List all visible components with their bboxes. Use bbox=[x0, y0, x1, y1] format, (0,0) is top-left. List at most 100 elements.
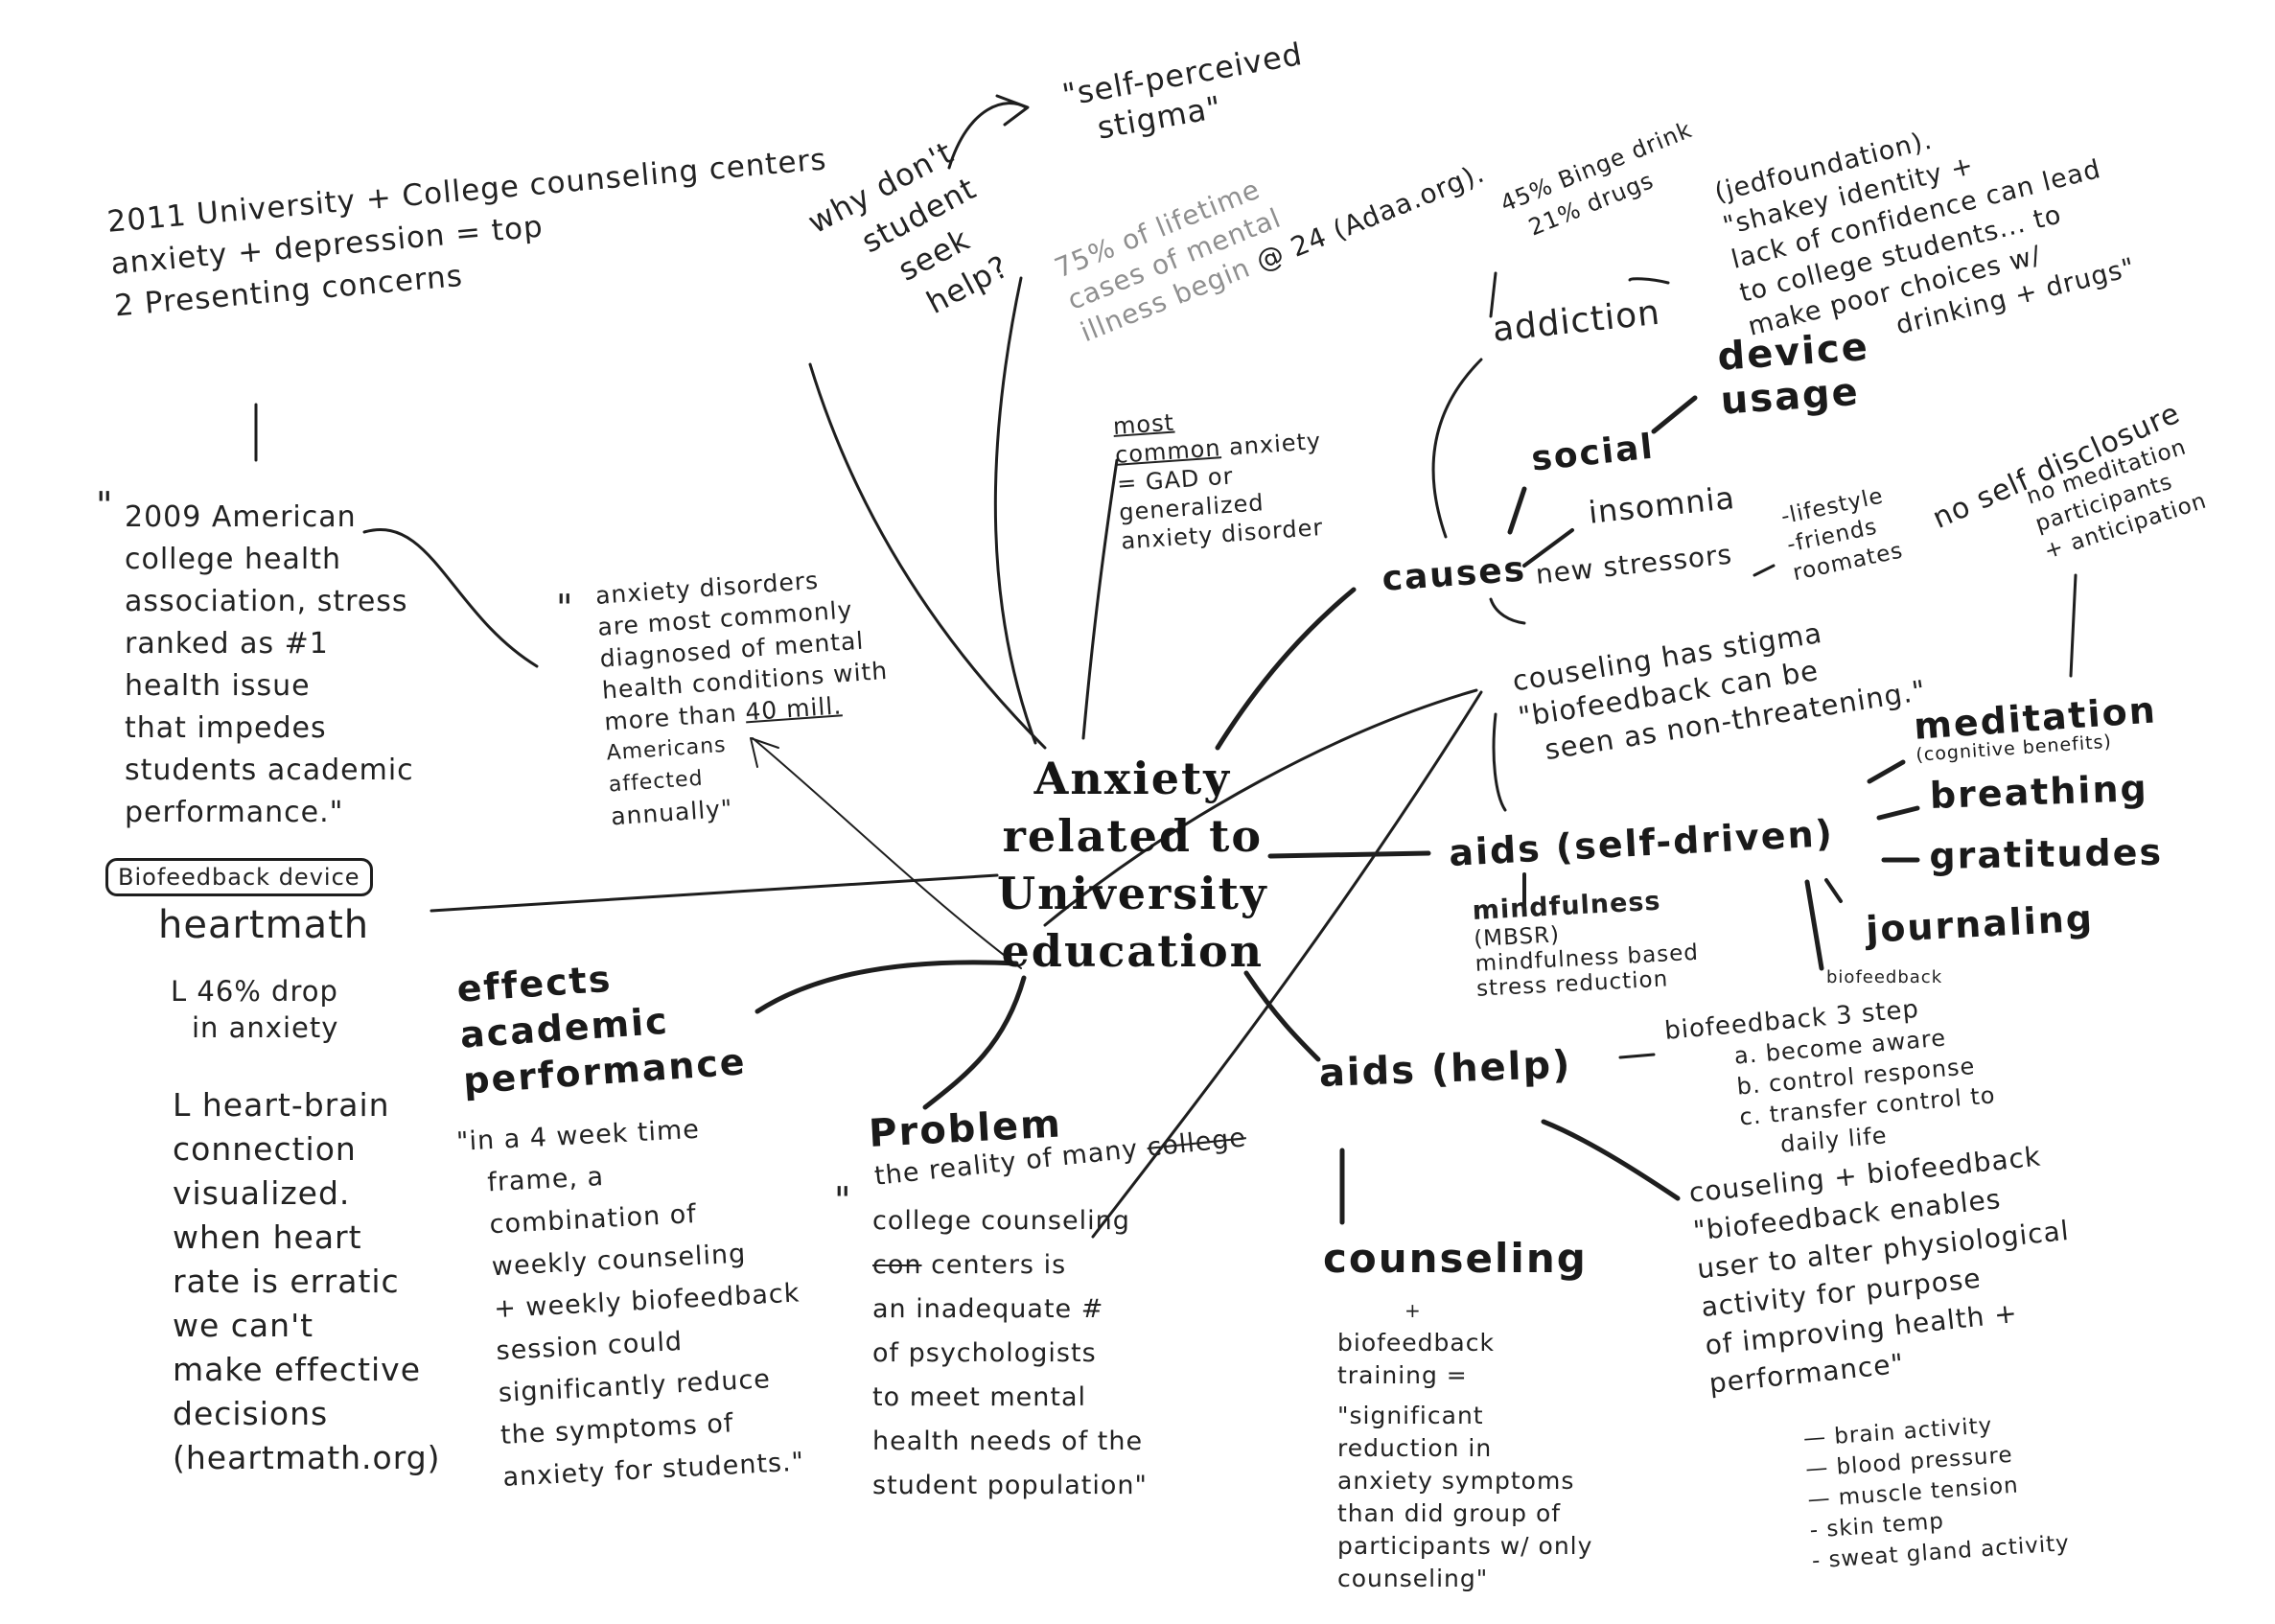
connector-aids-journaling-2 bbox=[1824, 878, 1843, 903]
note-line: connection bbox=[173, 1130, 357, 1168]
note-line: "significant bbox=[1337, 1402, 1484, 1429]
heart-brain-note: L heart-brain connection visualized. whe… bbox=[173, 1083, 441, 1480]
note-line: to meet mental bbox=[872, 1382, 1087, 1412]
struck-word: college bbox=[1146, 1123, 1248, 1163]
connector-arrowhead bbox=[995, 94, 1030, 127]
note-line: anxiety symptoms bbox=[1337, 1467, 1575, 1495]
stress-quote-note: 2009 American college health association… bbox=[125, 497, 414, 834]
note-line: of psychologists bbox=[872, 1338, 1097, 1368]
note-line: college health bbox=[125, 543, 341, 576]
note-line: reduction in bbox=[1337, 1434, 1493, 1462]
connector-stigma-aids bbox=[1492, 712, 1507, 812]
aids-self-driven-node: aids (self-driven) bbox=[1448, 811, 1835, 874]
note-line: + bbox=[1404, 1299, 1422, 1322]
central-topic-line: education bbox=[1001, 925, 1265, 977]
why-no-help-note: why don't student seek help? bbox=[801, 130, 1023, 356]
open-quote-mark: " bbox=[96, 484, 113, 526]
note-fragment: centers is bbox=[921, 1250, 1067, 1280]
note-line: when heart bbox=[173, 1218, 362, 1256]
connector-center-most-common bbox=[1081, 458, 1119, 740]
connector-center-lifetime bbox=[993, 276, 1037, 745]
journaling-node: journaling bbox=[1865, 896, 2096, 951]
note-line: we can't bbox=[173, 1307, 314, 1344]
central-topic-line: related to bbox=[1002, 810, 1264, 862]
couseling-biofeedback-note: couseling + biofeedback "biofeedback ena… bbox=[1687, 1135, 2083, 1403]
connector-stressors-list bbox=[1753, 564, 1776, 577]
anxiety-disorders-note: anxiety disorders are most commonly diag… bbox=[594, 560, 897, 832]
note-line: 2009 American bbox=[125, 500, 357, 534]
note-line: L 46% drop bbox=[171, 975, 338, 1008]
connector-aids-breathing bbox=[1876, 805, 1920, 821]
connector-causes-stressors bbox=[1489, 597, 1526, 625]
underlined-figure: 40 mill. bbox=[744, 691, 844, 727]
addiction-stats-note: 45% Binge drink 21% drugs bbox=[1496, 113, 1709, 250]
insomnia-node: insomnia bbox=[1587, 478, 1737, 531]
open-quote-mark: " bbox=[556, 587, 573, 629]
central-topic-line: University bbox=[997, 868, 1268, 919]
connector-causes-social bbox=[1507, 486, 1527, 535]
central-topic: Anxiety related to University education bbox=[997, 750, 1268, 980]
connector-center-causes bbox=[1215, 587, 1357, 751]
biofeedback-steps-note: biofeedback 3 step a. become aware b. co… bbox=[1663, 988, 1999, 1170]
note-line: counseling" bbox=[1337, 1565, 1489, 1592]
note-line: rate is erratic bbox=[173, 1263, 400, 1300]
connector-help-couseling-bio bbox=[1541, 1119, 1681, 1201]
connector-center-device bbox=[429, 873, 999, 913]
biofeedback-device-box: Biofeedback device bbox=[105, 858, 373, 896]
note-line: (heartmath.org) bbox=[173, 1439, 441, 1476]
addiction-node: addiction bbox=[1490, 292, 1662, 350]
connector-center-aids-self bbox=[1267, 850, 1431, 859]
note-line: decisions bbox=[173, 1395, 329, 1432]
note-line: an inadequate # bbox=[872, 1294, 1104, 1324]
connector-center-effects bbox=[754, 960, 1019, 1014]
mindfulness-node: mindfulness (MBSR) mindfulness based str… bbox=[1472, 885, 1701, 1002]
note-line: L heart-brain bbox=[173, 1086, 390, 1124]
counseling-training-note: + biofeedback training = "significant re… bbox=[1337, 1294, 1592, 1595]
connector-aids-journaling bbox=[1804, 879, 1824, 971]
note-line: health issue bbox=[125, 669, 311, 703]
anxiety-drop-note: L 46% drop in anxiety bbox=[171, 973, 338, 1046]
counseling-node: counseling bbox=[1323, 1235, 1588, 1282]
connector-aids-meditation bbox=[1867, 759, 1906, 784]
causes-node: causes bbox=[1381, 549, 1528, 599]
note-line: college counseling bbox=[872, 1206, 1130, 1236]
physiology-list: — brain activity — blood pressure — musc… bbox=[1802, 1405, 2071, 1576]
stressor-list: -lifestyle -friends roomates bbox=[1778, 480, 1906, 588]
self-perceived-stigma-note: "self-perceived stigma" bbox=[1059, 35, 1312, 152]
problem-quote-note: the reality of many college college coun… bbox=[872, 1123, 1247, 1508]
connector-center-problem bbox=[922, 975, 1027, 1110]
connector-why-help-stigma bbox=[947, 102, 1028, 170]
note-fragment: anxiety bbox=[1219, 427, 1322, 462]
struck-word: con bbox=[872, 1250, 922, 1280]
note-line: visualized. bbox=[173, 1174, 351, 1212]
node-line: usage bbox=[1719, 369, 1862, 424]
gratitudes-node: gratitudes bbox=[1929, 830, 2164, 877]
heartmath-node: heartmath bbox=[158, 903, 370, 947]
connector-help-steps bbox=[1618, 1053, 1656, 1059]
effects-title-node: effects academic performance bbox=[455, 946, 748, 1103]
note-line: than did group of bbox=[1337, 1499, 1562, 1527]
note-line: that impedes bbox=[125, 711, 327, 745]
connector-social-device bbox=[1651, 395, 1698, 434]
note-line: make effective bbox=[173, 1351, 422, 1388]
note-line: training = bbox=[1337, 1361, 1468, 1389]
note-line: performance." bbox=[125, 796, 344, 829]
connector-causes-addiction bbox=[1431, 358, 1483, 539]
note-line: health needs of the bbox=[872, 1427, 1144, 1456]
connector-center-aids-help bbox=[1243, 970, 1321, 1062]
central-topic-line: Anxiety bbox=[1033, 753, 1231, 804]
effects-quote-note: "in a 4 week time frame, a combination o… bbox=[455, 1104, 810, 1501]
biofeedback-small-label: biofeedback bbox=[1826, 967, 1943, 987]
connector-no-meditation bbox=[2069, 573, 2078, 678]
meditation-node: meditation (cognitive benefits) bbox=[1913, 688, 2159, 766]
new-stressors-node: new stressors bbox=[1534, 538, 1734, 591]
note-line: in anxiety bbox=[192, 1011, 339, 1044]
note-line: cases of mental bbox=[1062, 201, 1286, 316]
note-line: con centers is bbox=[872, 1243, 1246, 1288]
counseling-stigma-note: couseling has stigma "biofeedback can be… bbox=[1510, 600, 1929, 772]
connector-addiction-jed bbox=[1628, 277, 1670, 285]
note-line: students academic bbox=[125, 754, 414, 787]
breathing-node: breathing bbox=[1929, 767, 2149, 817]
note-line: participants w/ only bbox=[1337, 1532, 1593, 1560]
